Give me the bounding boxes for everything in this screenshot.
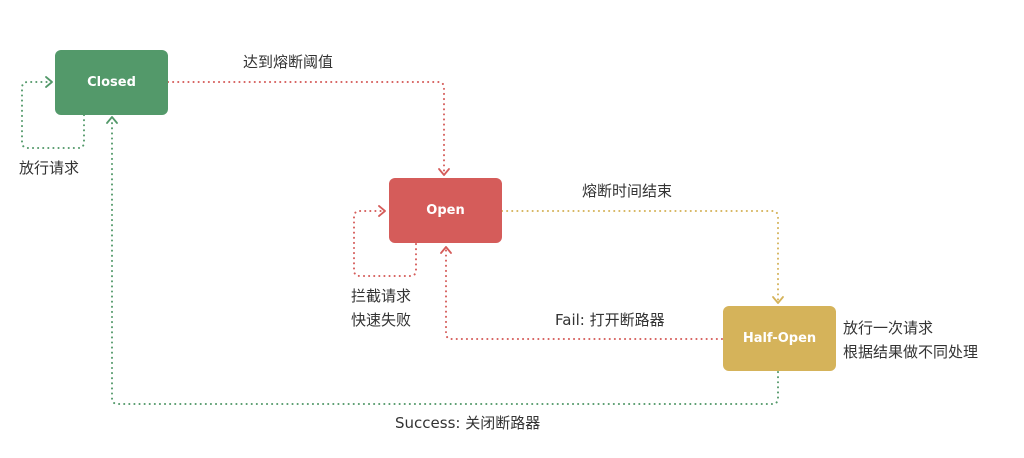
label-half-open-to-open: Fail: 打开断路器 <box>555 311 665 329</box>
state-open: Open <box>389 178 502 243</box>
state-closed-label: Closed <box>87 75 136 90</box>
edge-closed-self <box>21 81 85 149</box>
state-open-label: Open <box>426 203 465 218</box>
label-open-to-half-open: 熔断时间结束 <box>582 182 673 200</box>
arrowhead-closed-self <box>45 76 53 88</box>
edge-half-open-to-closed <box>111 119 779 405</box>
label-closed-to-open: 达到熔断阈值 <box>243 53 334 71</box>
arrowhead-half-open-to-closed <box>106 116 118 124</box>
edge-open-to-half-open <box>501 210 779 301</box>
state-closed: Closed <box>55 50 168 115</box>
arrowhead-open-to-half-open <box>772 296 784 304</box>
label-closed-self: 放行请求 <box>19 159 80 177</box>
label-open-self-line2: 快速失败 <box>351 311 412 329</box>
arrowhead-half-open-to-open <box>440 246 452 254</box>
label-half-open-to-closed: Success: 关闭断路器 <box>395 414 541 432</box>
note-half-open-line2: 根据结果做不同处理 <box>843 343 979 361</box>
arrowhead-open-self <box>378 205 386 217</box>
label-open-self-line1: 拦截请求 <box>351 287 412 305</box>
arrowhead-closed-to-open <box>438 168 450 176</box>
edge-half-open-to-open <box>445 249 723 340</box>
note-half-open-line1: 放行一次请求 <box>843 319 934 337</box>
state-half-open: Half-Open <box>723 306 836 371</box>
state-half-open-label: Half-Open <box>742 331 817 346</box>
edge-closed-to-open <box>167 81 445 173</box>
edge-open-self <box>353 210 417 277</box>
